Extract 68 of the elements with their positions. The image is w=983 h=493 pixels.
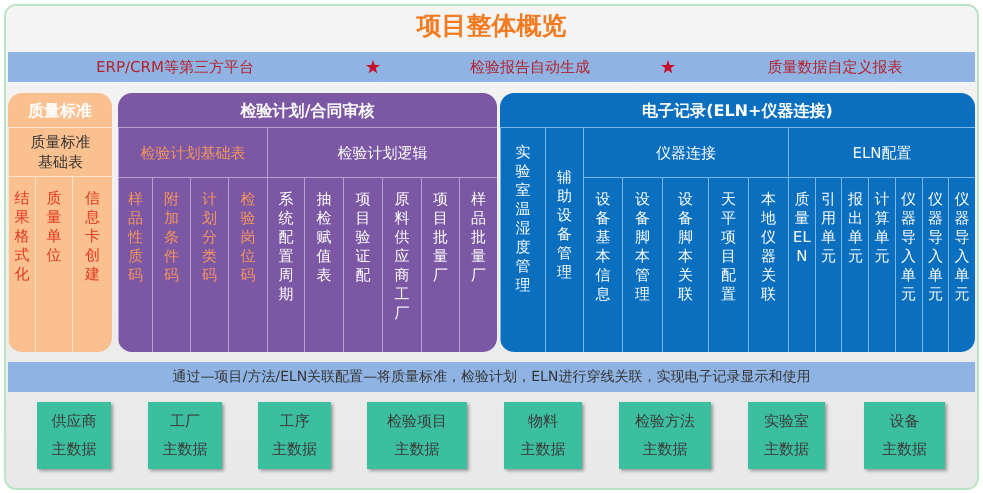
box-label: 主数据 (271, 439, 318, 460)
table-cell: 报出单元 (841, 178, 868, 352)
table-cell: 检验计划基础表 (118, 128, 267, 178)
table-cell: 设备基本信息 (583, 178, 622, 352)
table-cell: 抽检赋值表 (304, 178, 343, 352)
box-label: 工序 (278, 411, 310, 432)
box-label: 工厂 (169, 411, 201, 432)
table-cell: 结果格式化 (8, 177, 35, 352)
box-label: 主数据 (881, 439, 928, 460)
panel-heading: 电子记录(ELN+仪器连接) (500, 93, 975, 128)
box-label: 主数据 (642, 439, 688, 460)
master-data-box (148, 402, 222, 469)
info-band: 通过—项目/方法/ELN关联配置—将质量标准，检验计划，ELN进行穿线关联，实现电子记录显示和使用 (8, 362, 975, 392)
table-cell: 样品批量厂 (459, 178, 497, 352)
box-label: 实验室 (763, 411, 810, 432)
master-data-box (258, 402, 331, 469)
panel-heading: 检验计划/合同审核 (118, 93, 497, 128)
box-label: 设备 (888, 411, 920, 432)
table-cell: 仪器导入单元 (922, 178, 948, 352)
table-cell: 辅助设备管理 (545, 128, 583, 352)
page-title: 项目整体概览 (415, 10, 568, 42)
table-cell: 系统配置周期 (267, 178, 304, 352)
master-data-box (748, 402, 825, 469)
master-data-box (367, 402, 467, 469)
table-cell: 本地仪器关联 (748, 178, 788, 352)
master-data-box (504, 402, 582, 469)
table-cell: 质量单位 (35, 177, 72, 352)
table-cell: 检验岗位码 (228, 178, 267, 352)
category-panel (118, 93, 497, 352)
box-label: 主数据 (763, 439, 810, 460)
master-data-box (864, 402, 945, 469)
table-cell: 仪器导入单元 (894, 178, 922, 352)
band-text: 质量数据自定义报表 (766, 57, 904, 78)
table-cell: 质量ELN (788, 178, 815, 352)
box-label: 主数据 (162, 439, 208, 460)
table-cell: 计算单元 (868, 178, 895, 352)
table-cell: 质量标准基础表 (8, 128, 112, 177)
banner-band (8, 52, 975, 82)
box-label: 物料 (527, 411, 559, 432)
table-cell: 天平项目配置 (708, 178, 748, 352)
box-label: 主数据 (520, 439, 566, 460)
table-cell: 附加条件码 (152, 178, 190, 352)
band-text: 检验报告自动生成 (469, 57, 591, 78)
table-cell: 原料供应商工厂 (382, 178, 421, 352)
table-cell: 项目验证配 (343, 178, 382, 352)
category-panel (500, 93, 975, 352)
box-label: 检验项目 (386, 411, 448, 432)
box-label: 供应商 (50, 411, 98, 432)
table-cell: 信息卡创建 (72, 177, 112, 352)
table-cell: 项目批量厂 (421, 178, 459, 352)
table-cell: 引用单元 (814, 178, 842, 352)
table-cell: 仪器连接 (583, 128, 788, 178)
table-cell: 样品性质码 (118, 178, 152, 352)
box-label: 主数据 (50, 439, 98, 460)
table-cell: 仪器导入单元 (948, 178, 975, 352)
table-cell: 实验室温湿度管理 (500, 128, 545, 352)
category-panel (8, 93, 112, 352)
box-label: 主数据 (394, 439, 440, 460)
box-label: 检验方法 (634, 411, 696, 432)
table-cell: 设备脚本管理 (622, 178, 662, 352)
table-cell: 检验计划逻辑 (267, 128, 497, 178)
master-data-box (619, 402, 711, 469)
table-cell: 设备脚本关联 (662, 178, 708, 352)
band-text: ERP/CRM等第三方平台 (95, 57, 255, 78)
table-cell: ELN配置 (788, 128, 975, 178)
master-data-box (37, 402, 111, 469)
panel-heading: 质量标准 (8, 93, 112, 128)
table-cell: 计划分类码 (190, 178, 228, 352)
